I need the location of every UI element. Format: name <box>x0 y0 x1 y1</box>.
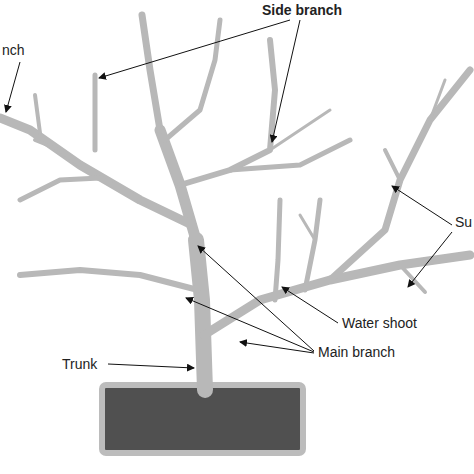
tree <box>0 15 470 390</box>
part-label: Trunk <box>62 356 97 372</box>
leader-lines <box>6 20 452 368</box>
part-label: nch <box>2 42 25 58</box>
part-label: Su <box>455 214 472 230</box>
part-label: Side branch <box>262 2 342 18</box>
part-label: Water shoot <box>342 315 417 331</box>
part-label: Main branch <box>318 344 395 360</box>
